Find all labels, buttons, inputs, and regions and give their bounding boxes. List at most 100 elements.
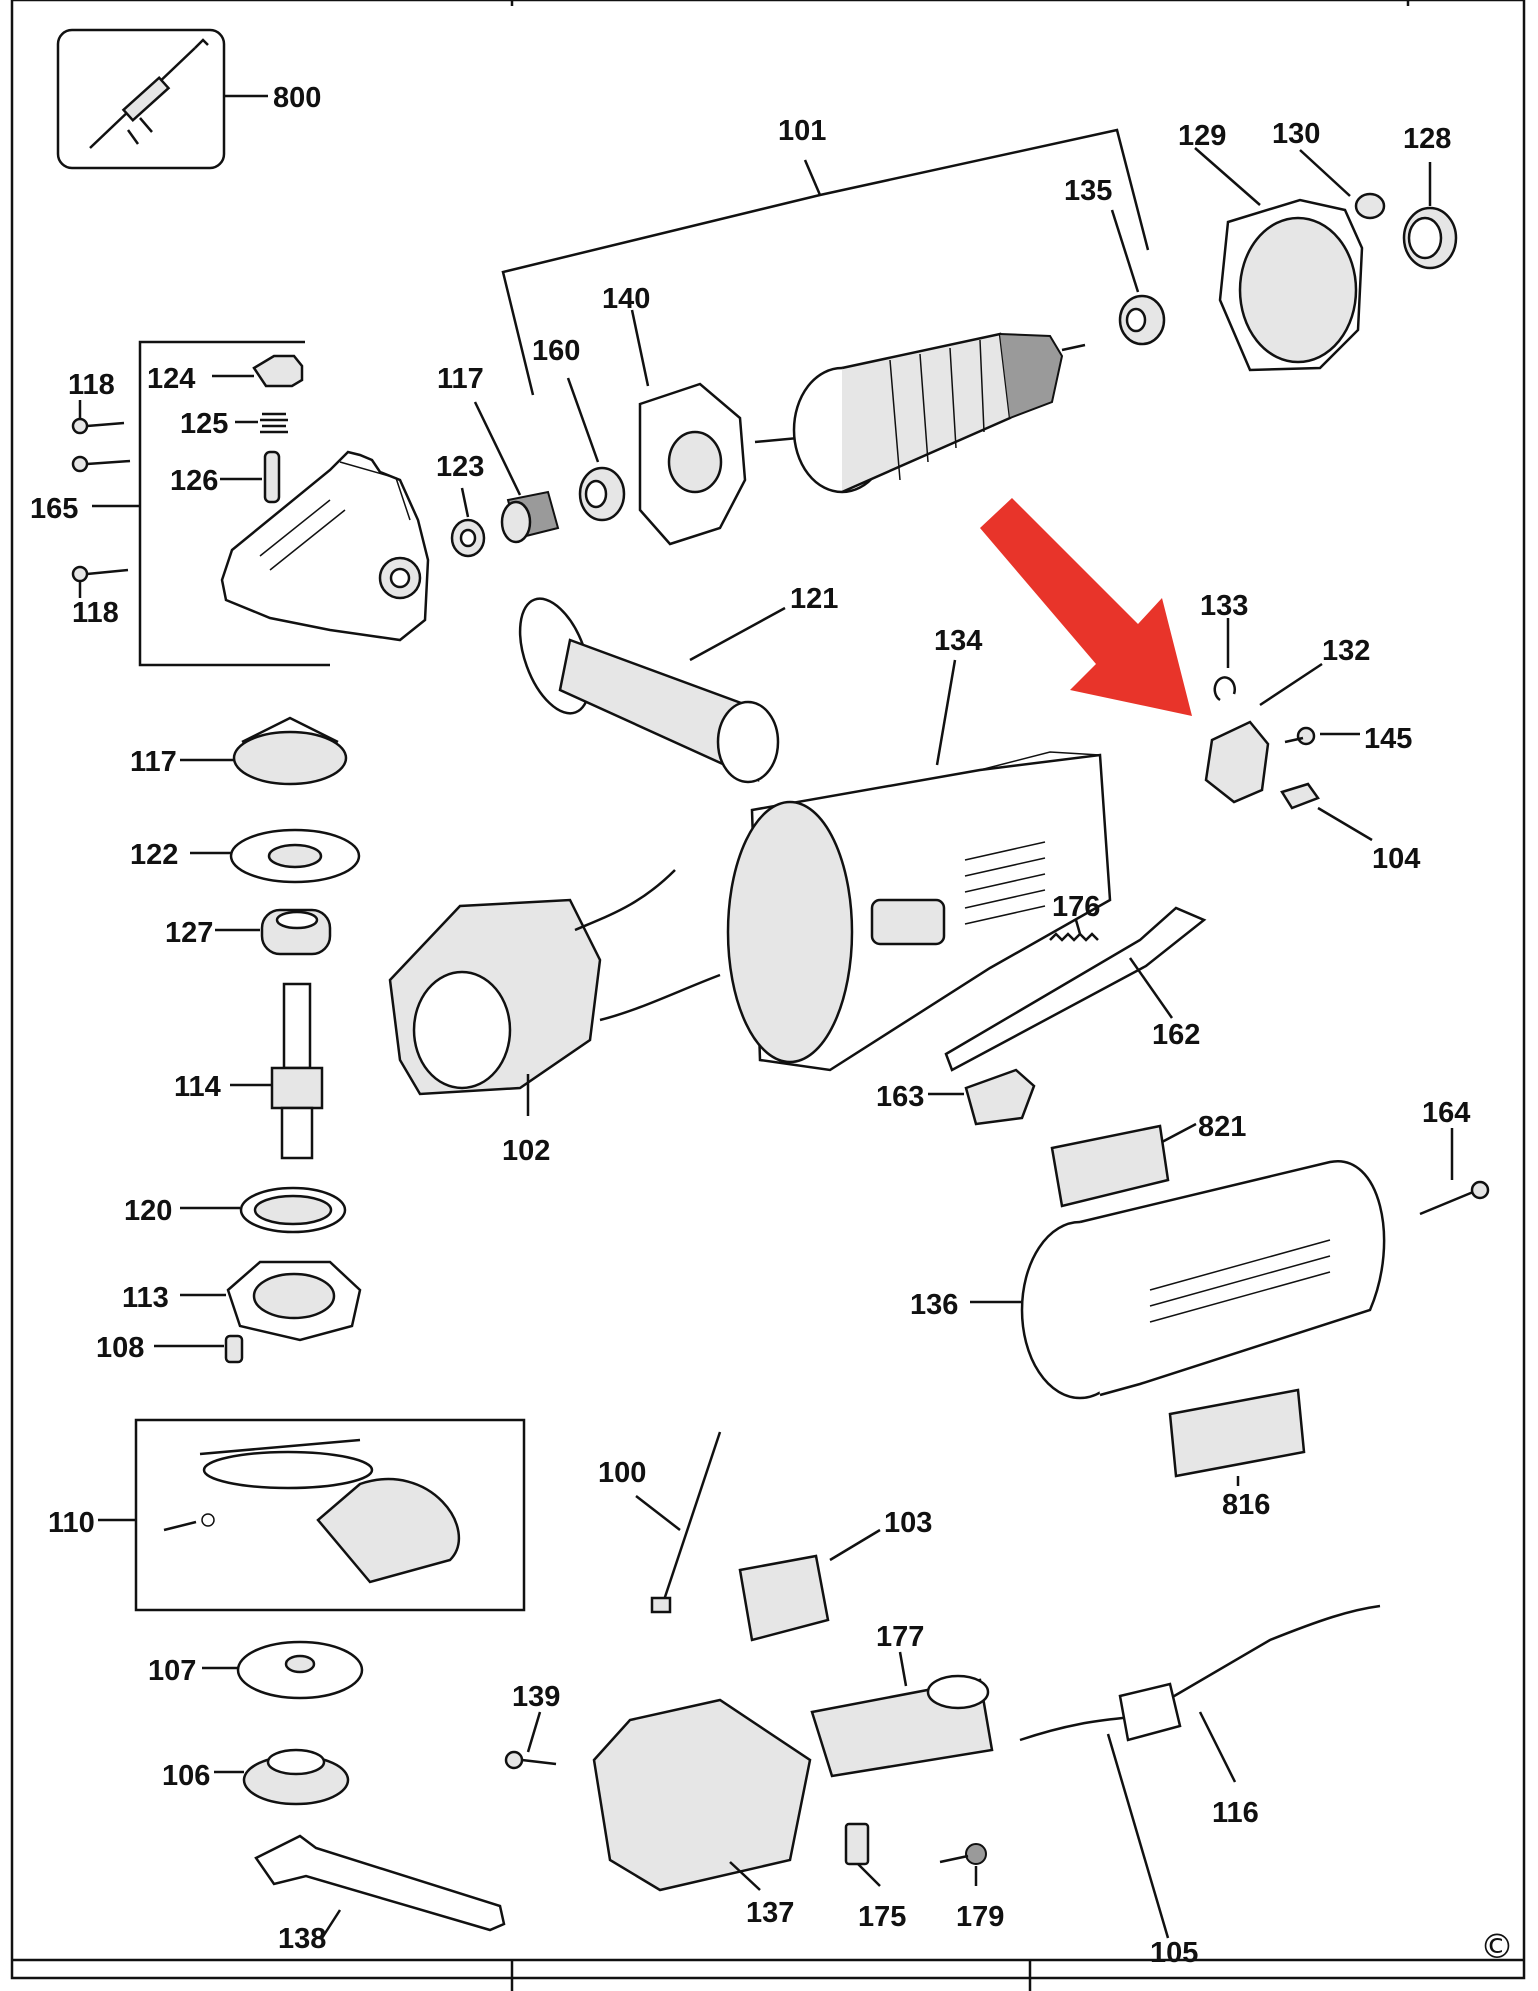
part-label-114: 114 — [174, 1071, 221, 1103]
bracket-101 — [501, 128, 1150, 396]
part-label-126: 126 — [170, 465, 218, 497]
part-label-117b: 117 — [130, 746, 177, 778]
spanner-138 — [254, 1834, 506, 1939]
part-label-103: 103 — [884, 1507, 932, 1539]
spring-125 — [235, 412, 288, 434]
brush-104 — [1280, 782, 1373, 842]
page-frame — [10, 0, 1526, 1991]
part-label-140: 140 — [602, 283, 650, 315]
part-label-102: 102 — [502, 1135, 550, 1167]
part-label-129: 129 — [1178, 120, 1226, 152]
screw-139 — [504, 1711, 557, 1770]
gear-case — [220, 450, 430, 642]
bearing-135 — [1110, 209, 1166, 346]
part-label-122: 122 — [130, 839, 178, 871]
part-label-160: 160 — [532, 335, 580, 367]
part-label-132: 132 — [1322, 635, 1370, 667]
spring-133 — [1213, 618, 1236, 702]
part-label-176: 176 — [1052, 891, 1100, 923]
part-label-165: 165 — [30, 493, 78, 525]
part-label-179: 179 — [956, 1901, 1004, 1933]
part-label-816: 816 — [1222, 1489, 1270, 1521]
switch-103 — [738, 1528, 881, 1642]
bracket-165 — [92, 340, 330, 667]
nut-106 — [214, 1748, 350, 1806]
part-label-177: 177 — [876, 1621, 924, 1653]
part-label-133: 133 — [1200, 590, 1248, 622]
part-label-108: 108 — [96, 1332, 144, 1364]
module-177 — [810, 1651, 994, 1778]
bearing-128 — [1402, 162, 1458, 270]
part-number-labels: 100 101 102 103 104 105 106 107 108 110 113 114 116 1… — [30, 82, 1470, 1969]
part-label-106: 106 — [162, 1760, 210, 1792]
part-label-117a: 117 — [437, 363, 484, 395]
part-label-105: 105 — [1150, 1937, 1198, 1969]
part-label-110: 110 — [48, 1507, 95, 1539]
part-label-104: 104 — [1372, 843, 1420, 875]
bearing-plate-113 — [180, 1260, 362, 1342]
cord-105 — [1106, 1733, 1170, 1939]
pointer-arrow — [980, 498, 1192, 716]
part-label-821: 821 — [1198, 1111, 1246, 1143]
part-label-136: 136 — [910, 1289, 958, 1321]
label-816 — [1168, 1388, 1306, 1486]
part-label-175: 175 — [858, 1901, 906, 1933]
part-label-164: 164 — [1422, 1097, 1470, 1129]
part-800-inset — [56, 28, 268, 170]
part-label-124: 124 — [147, 363, 195, 395]
part-label-125: 125 — [180, 408, 228, 440]
part-label-116: 116 — [1212, 1797, 1259, 1829]
screw-179 — [939, 1843, 987, 1886]
part-label-138: 138 — [278, 1923, 326, 1955]
screw-164 — [1419, 1128, 1490, 1216]
slider-163 — [928, 1068, 1036, 1126]
part-label-127: 127 — [165, 917, 213, 949]
pinion-117 — [473, 401, 560, 544]
part-label-134: 134 — [934, 625, 982, 657]
pin-126 — [220, 450, 281, 504]
copyright-symbol: © — [1480, 1927, 1514, 1967]
motor-housing-134 — [726, 659, 1112, 1072]
armature — [754, 332, 1086, 494]
part-label-128: 128 — [1403, 123, 1451, 155]
flange-107 — [202, 1640, 364, 1700]
gear-117 — [180, 716, 348, 786]
part-label-137: 137 — [746, 1897, 794, 1929]
cord-116 — [1019, 1604, 1381, 1783]
side-handle-121 — [518, 597, 786, 784]
part-label-100: 100 — [598, 1457, 646, 1489]
handle-base-137 — [592, 1698, 812, 1892]
part-label-162: 162 — [1152, 1019, 1200, 1051]
part-label-120: 120 — [124, 1195, 172, 1227]
part-label-121: 121 — [790, 583, 838, 615]
bearing-127 — [215, 908, 332, 956]
part-label-800: 800 — [273, 82, 321, 114]
screw-118-bottom — [71, 565, 129, 598]
part-label-123: 123 — [436, 451, 484, 483]
label-821 — [1050, 1122, 1197, 1208]
brush-holder-132 — [1204, 662, 1323, 804]
part-label-107: 107 — [148, 1655, 196, 1687]
clip-175 — [844, 1822, 881, 1887]
screw-108 — [154, 1334, 244, 1364]
part-label-101: 101 — [778, 115, 826, 147]
spindle-114 — [230, 982, 324, 1160]
part-label-113: 113 — [122, 1282, 169, 1314]
part-label-135: 135 — [1064, 175, 1112, 207]
screw-145 — [1284, 726, 1360, 746]
rear-cover-136 — [970, 1160, 1386, 1400]
part-label-139: 139 — [512, 1681, 560, 1713]
screw-118-top — [71, 400, 125, 435]
bearing-123 — [450, 487, 486, 558]
spring-176 — [1049, 919, 1099, 942]
part-label-130: 130 — [1272, 118, 1320, 150]
guard-110-inset — [98, 1418, 526, 1612]
bearing-130 — [1299, 149, 1386, 220]
part-label-118b: 118 — [72, 597, 119, 629]
part-label-145: 145 — [1364, 723, 1412, 755]
baffle-140 — [630, 309, 747, 546]
cable-tie-100 — [635, 1431, 722, 1614]
screw-165 — [71, 455, 131, 473]
washer-122 — [190, 828, 361, 884]
